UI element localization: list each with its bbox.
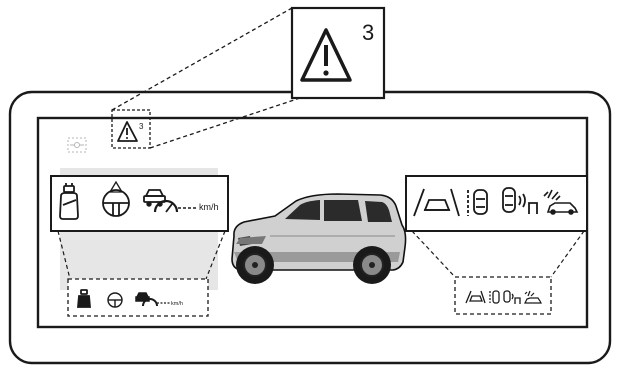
- suv-car-illustration: [232, 194, 406, 284]
- auto-hold-faded-icon: [68, 138, 86, 152]
- small-warning-superscript: 3: [139, 122, 144, 131]
- small-warning-triangle-icon: [118, 122, 137, 141]
- right-projection-lines: [412, 231, 584, 277]
- callout-superscript: 3: [362, 20, 374, 45]
- left-zoom-unit: km/h: [171, 301, 183, 307]
- left-panel-unit: km/h: [199, 202, 219, 212]
